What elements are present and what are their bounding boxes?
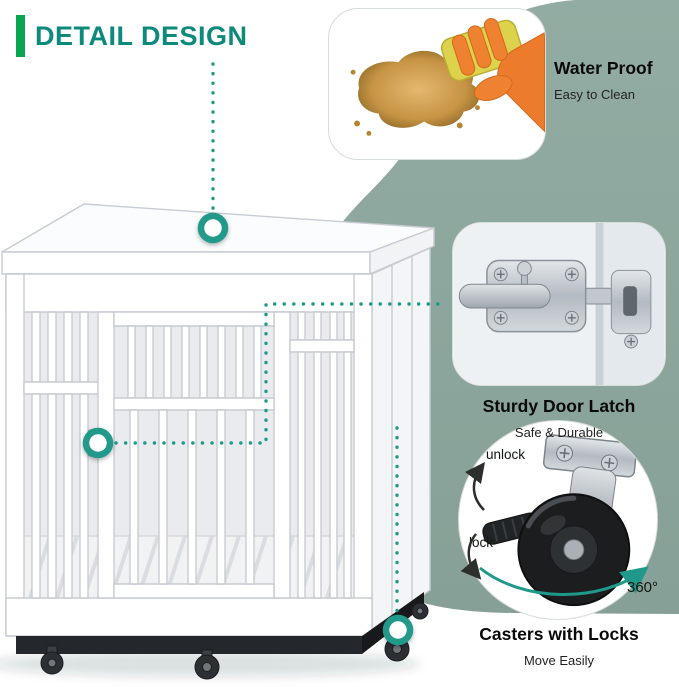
unlock-annotation: unlock	[486, 447, 526, 462]
crate-left-panel	[23, 311, 99, 599]
casters-title: Casters with Locks	[479, 624, 639, 644]
title-accent-bar	[16, 15, 25, 57]
feature-marker-caster	[382, 614, 414, 646]
casters-label: Casters with Locks Move Easily	[446, 624, 672, 668]
caster-mount-plate	[542, 434, 638, 478]
waterproof-title: Water Proof	[554, 58, 653, 78]
latch-subtitle: Safe & Durable	[514, 424, 604, 440]
callout-card-latch	[452, 222, 666, 386]
latch-title: Sturdy Door Latch	[482, 396, 636, 416]
crate-right-side	[371, 247, 431, 635]
connector-latch	[114, 302, 448, 445]
dotted-connectors	[114, 62, 448, 614]
latch-screws	[493, 267, 639, 349]
rotation-360-arrow-icon	[479, 566, 649, 596]
latch-photo	[453, 223, 665, 385]
waterproof-photo	[350, 18, 545, 136]
section-header: DETAIL DESIGN	[16, 15, 248, 57]
lock-arrow-icon	[460, 533, 482, 580]
page-title: DETAIL DESIGN	[35, 20, 248, 51]
latch-label: Sturdy Door Latch Safe & Durable	[450, 396, 668, 440]
feature-marker-latch	[82, 427, 114, 459]
feature-markers	[82, 212, 414, 646]
unlock-arrow-icon	[465, 461, 485, 511]
latch-assembly	[458, 259, 652, 349]
waterproof-subtitle: Easy to Clean	[554, 86, 635, 102]
casters-subtitle: Move Easily	[523, 652, 595, 668]
cleaning-glove-hand	[451, 18, 545, 133]
lock-unlock-arrows-icon	[460, 461, 485, 580]
crate-right-panel	[289, 311, 355, 599]
callout-card-waterproof	[328, 8, 546, 160]
dog-crate-illustration	[1, 203, 435, 680]
caster-wheel-photo	[517, 493, 631, 607]
rotation-degrees-label: 360°	[627, 579, 659, 596]
lock-annotation: lock	[469, 535, 494, 550]
waterproof-label: Water Proof Easy to Clean	[554, 58, 676, 102]
feature-marker-top	[197, 212, 229, 244]
caster-photo	[482, 434, 638, 607]
crate-door	[87, 311, 291, 599]
